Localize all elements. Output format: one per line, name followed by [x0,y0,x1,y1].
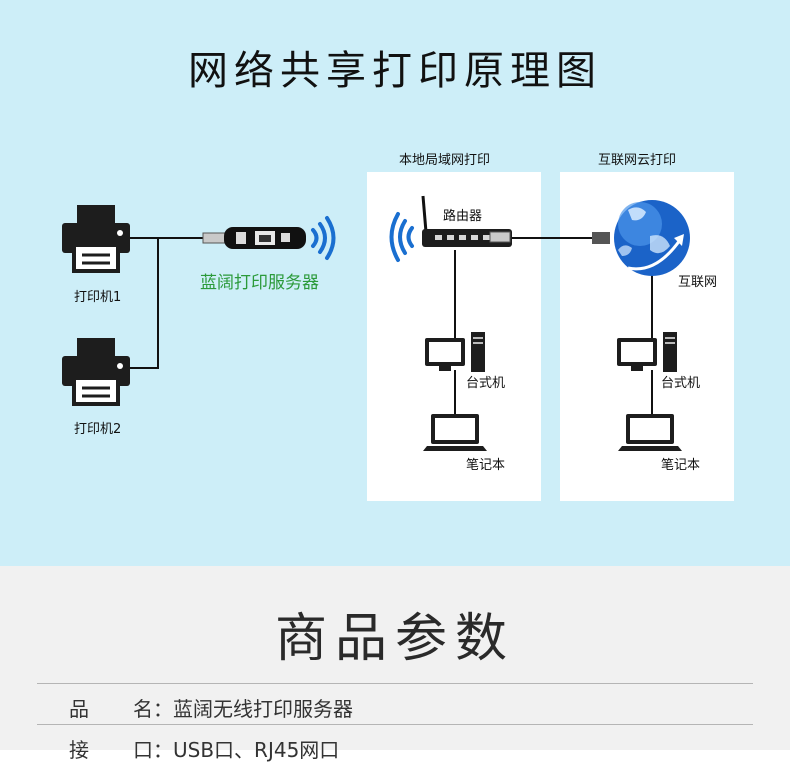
printer1-label: 打印机1 [74,290,122,305]
printer-icon [62,338,130,406]
laptop-icon [423,414,487,451]
specs-title: 商品参数 [274,609,515,669]
diagram-section: 网络共享打印原理图 [0,0,790,566]
printer-icon [62,205,130,273]
diagram-title: 网络共享打印原理图 [188,48,602,94]
spec-key: 接 [69,738,107,762]
spec-row-name: 品 名：蓝阔无线打印服务器 [69,693,353,722]
laptop-icon [618,414,682,451]
desktop-computer-icon [617,332,677,372]
router-icon [421,195,512,247]
connection-lines [130,237,653,415]
wifi-icon [311,216,336,260]
spec-key: 品 [69,697,107,721]
divider [37,683,753,684]
laptop-label: 笔记本 [466,458,506,473]
cable-connector [592,232,610,244]
cloud-panel-title: 互联网云打印 [598,153,677,168]
spec-row-interface: 接 口：USB口、RJ45网口 [69,734,339,763]
spec-sep: 口： [133,738,173,762]
router-label: 路由器 [443,209,483,224]
desktop-label: 台式机 [466,376,506,391]
printer2-label: 打印机2 [74,422,122,437]
spec-sep: 名： [133,697,173,721]
desktop-computer-icon [425,332,485,372]
laptop-label: 笔记本 [661,458,701,473]
divider [37,724,753,725]
spec-value: 蓝阔无线打印服务器 [173,697,353,721]
lan-panel-title: 本地局域网打印 [399,153,491,168]
diagram-drawing [62,195,690,451]
wifi-icon [389,212,414,262]
specs-section: 商品参数 品 名：蓝阔无线打印服务器 接 口：USB口、RJ45网口 [0,566,790,762]
desktop-label: 台式机 [661,376,701,391]
print-server-label: 蓝阔打印服务器 [200,273,319,293]
spec-value: USB口、RJ45网口 [173,738,340,762]
print-server-device [202,227,306,249]
internet-label: 互联网 [678,275,718,290]
globe-icon [614,200,690,276]
